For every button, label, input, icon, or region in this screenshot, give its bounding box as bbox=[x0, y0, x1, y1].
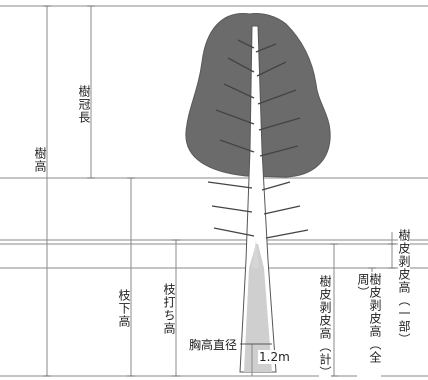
tick-marks bbox=[43, 5, 396, 377]
reference-lines bbox=[0, 5, 428, 377]
bark-peel-total-label: 樹皮剥皮高（計） bbox=[318, 274, 332, 380]
branch bbox=[223, 83, 255, 99]
peeled-bark-strip bbox=[252, 240, 259, 268]
branch bbox=[227, 57, 255, 73]
bark-peel-full-label: 樹皮剥皮高（全周） bbox=[356, 272, 382, 380]
branch bbox=[265, 229, 309, 239]
dimension-lines bbox=[46, 6, 393, 376]
branch bbox=[259, 145, 299, 157]
branch bbox=[219, 139, 255, 153]
bark-peel-partial-label: 樹皮剥皮高（一部） bbox=[397, 228, 411, 347]
branch bbox=[211, 205, 253, 213]
branches bbox=[207, 39, 309, 239]
branch bbox=[215, 109, 255, 125]
branch bbox=[256, 61, 287, 77]
pruning-height-label: 枝打ち高 bbox=[162, 282, 176, 336]
branch bbox=[255, 43, 277, 53]
branch bbox=[258, 117, 301, 131]
breast-height-label: 1.2m bbox=[258, 350, 291, 364]
branch bbox=[257, 89, 297, 105]
branch bbox=[213, 227, 255, 237]
dbh-label: 胸高直径 bbox=[188, 336, 239, 353]
peeled-bark-area bbox=[244, 244, 272, 372]
tree-height-label: 樹高 bbox=[33, 146, 47, 174]
branch bbox=[263, 205, 301, 215]
branch bbox=[237, 39, 255, 49]
clear-bole-height-label: 枝下高 bbox=[117, 288, 131, 329]
branch bbox=[207, 181, 253, 189]
crown-length-label: 樹冠長 bbox=[77, 84, 91, 125]
branch bbox=[261, 181, 291, 191]
